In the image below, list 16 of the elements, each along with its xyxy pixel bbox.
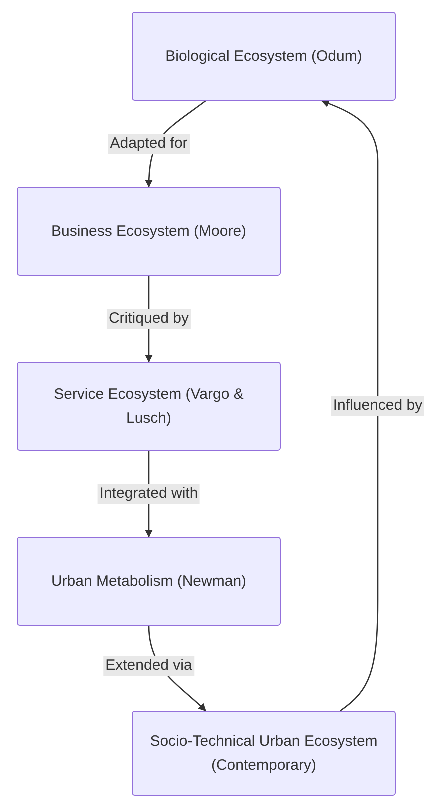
edge-label: Integrated with [98, 484, 200, 504]
process-box [132, 711, 396, 796]
process-box [17, 362, 281, 451]
node-label: Business Ecosystem (Moore) [51, 222, 247, 242]
process-box [17, 187, 281, 276]
process-box [132, 12, 396, 101]
edge-label: Influenced by [331, 396, 425, 416]
edge-label: Extended via [104, 656, 194, 676]
node-label: Socio-Technical Urban Ecosystem (Contemporary) [149, 732, 379, 776]
node-label: Service Ecosystem (Vargo & Lusch) [53, 384, 245, 428]
arrow [321, 100, 379, 712]
edge-label: Critiqued by [106, 309, 192, 329]
node-label: Biological Ecosystem (Odum) [166, 46, 362, 66]
node-label: Urban Metabolism (Newman) [51, 572, 247, 592]
edge-label: Adapted for [108, 134, 190, 154]
process-box [17, 537, 281, 626]
